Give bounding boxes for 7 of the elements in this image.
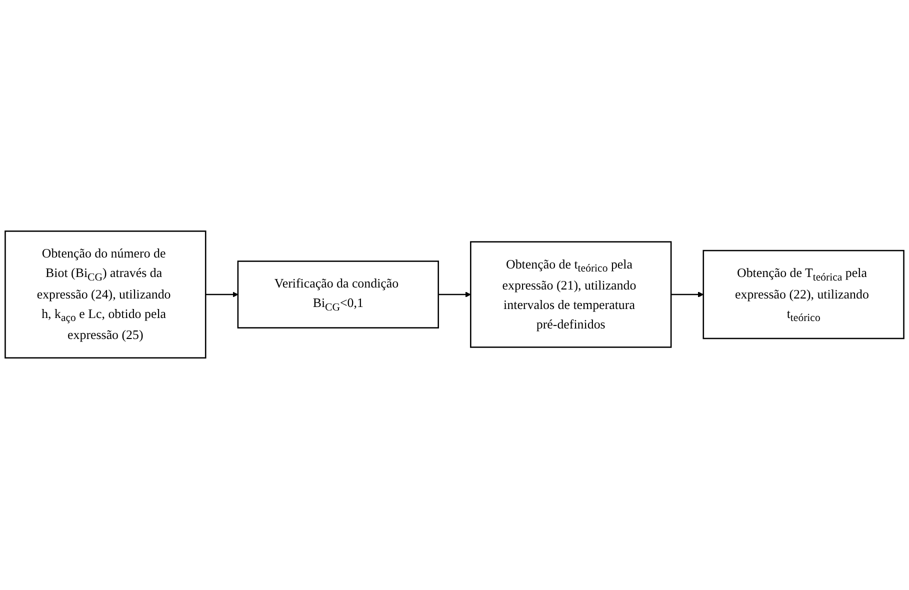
arrow	[671, 292, 704, 298]
node-box: Obtenção de T$_{teórica}$ pela expressão (22), utilizando t$_{teórico}$	[702, 250, 904, 340]
arrow	[206, 292, 238, 298]
node-box: Obtenção do número de Biot (Bi$_{CG}$) através da expressão (24), utilizando h, k$_{aço}$ e Lc, obtido pela expressão (25)	[4, 231, 206, 359]
node-box: Obtenção de t$_{teórico}$ pela expressão (21), utilizando intervalos de temperatura pré-definidos	[470, 242, 672, 348]
node-box: Verificação da condição Bi$_{CG}$<0,1	[237, 261, 439, 329]
arrow	[438, 292, 471, 298]
